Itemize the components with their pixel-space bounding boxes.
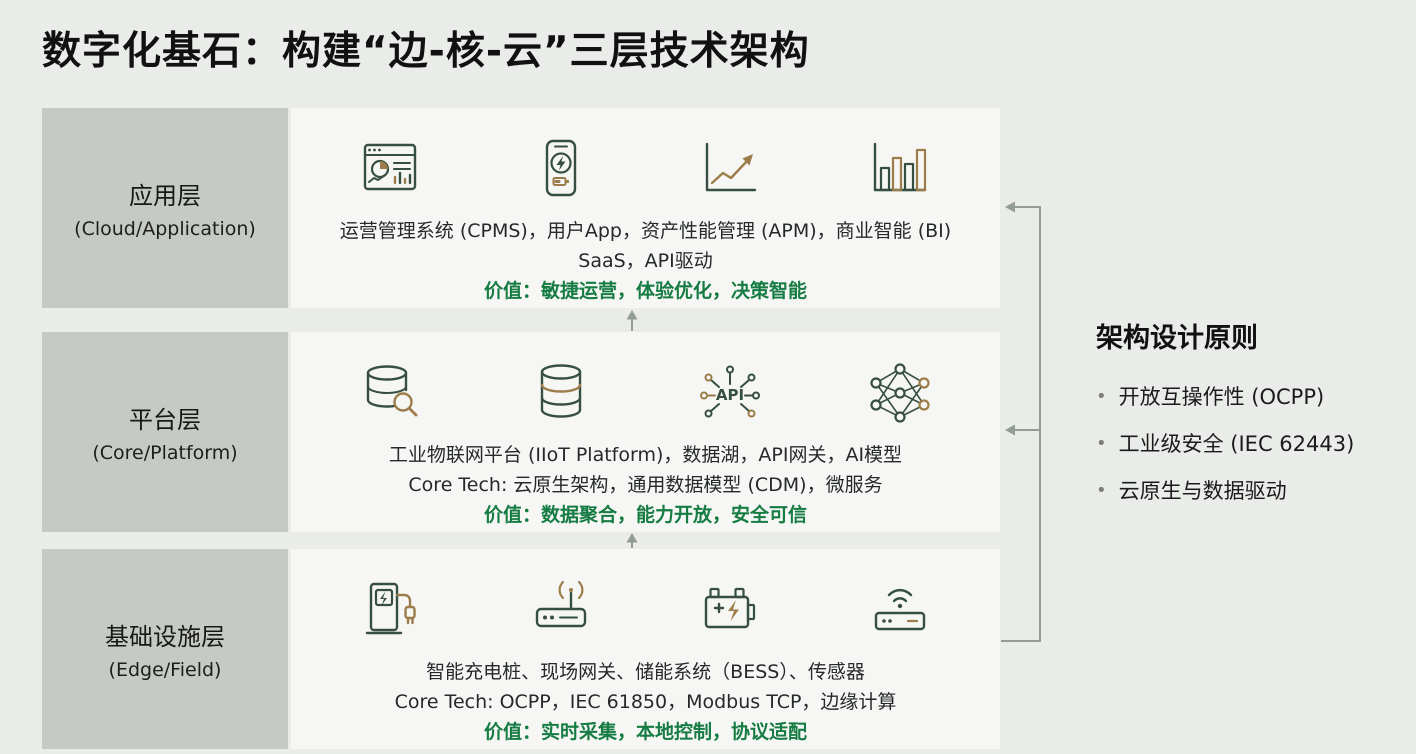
neural-network-icon	[862, 355, 938, 431]
database-icon	[523, 355, 599, 431]
bullet-icon: •	[1096, 480, 1107, 501]
layer-platform-tech: Core Tech: 云原生架构，通用数据模型 (CDM)，微服务	[408, 474, 883, 496]
layer-platform-value: 价值：数据聚合，能力开放，安全可信	[483, 504, 807, 526]
layer-name-zh: 基础设施层	[105, 623, 225, 651]
layer-infrastructure-label: 基础设施层 (Edge/Field)	[42, 549, 288, 749]
principles-panel: 架构设计原则 • 开放互操作性 (OCPP) • 工业级安全 (IEC 6244…	[1096, 316, 1406, 524]
layer-name-zh: 平台层	[129, 406, 201, 434]
database-search-icon	[353, 355, 429, 431]
principle-text: 工业级安全 (IEC 62443)	[1118, 432, 1355, 456]
trend-chart-icon	[692, 131, 768, 207]
layer-name-en: (Edge/Field)	[108, 659, 222, 681]
principle-item: • 云原生与数据驱动	[1096, 477, 1406, 505]
layer-application-content: 运营管理系统 (CPMS)，用户App，资产性能管理 (APM)，商业智能 (B…	[291, 108, 1000, 308]
ev-charger-icon	[353, 572, 429, 648]
battery-storage-icon	[692, 572, 768, 648]
gateway-icon	[523, 572, 599, 648]
router-icon	[862, 572, 938, 648]
layer-name-en: (Cloud/Application)	[74, 218, 256, 240]
principle-item: • 工业级安全 (IEC 62443)	[1096, 430, 1406, 458]
layer-infrastructure-tech: Core Tech: OCPP，IEC 61850，Modbus TCP，边缘计…	[394, 691, 897, 713]
layer-application-tech: SaaS，API驱动	[578, 250, 713, 272]
bullet-icon: •	[1096, 433, 1107, 454]
layer-platform-icons: API	[291, 346, 1000, 440]
bullet-icon: •	[1096, 386, 1107, 407]
principle-text: 云原生与数据驱动	[1118, 479, 1287, 503]
layer-infrastructure-content: 智能充电桩、现场网关、储能系统（BESS）、传感器 Core Tech: OCP…	[291, 549, 1000, 749]
bar-chart-icon	[862, 131, 938, 207]
layer-name-zh: 应用层	[129, 182, 201, 210]
layer-application-components: 运营管理系统 (CPMS)，用户App，资产性能管理 (APM)，商业智能 (B…	[339, 220, 952, 242]
mobile-app-icon	[523, 131, 599, 207]
layer-infrastructure-value: 价值：实时采集，本地控制，协议适配	[483, 721, 807, 743]
layer-platform-content: API	[291, 332, 1000, 532]
layer-application-label: 应用层 (Cloud/Application)	[42, 108, 288, 308]
principle-text: 开放互操作性 (OCPP)	[1118, 385, 1325, 409]
layer-infrastructure-components: 智能充电桩、现场网关、储能系统（BESS）、传感器	[426, 661, 865, 683]
page-title: 数字化基石：构建“边-核-云”三层技术架构	[42, 29, 810, 74]
layer-name-en: (Core/Platform)	[92, 442, 238, 464]
layer-platform-components: 工业物联网平台 (IIoT Platform)，数据湖，API网关，AI模型	[388, 444, 903, 466]
layer-application-icons	[291, 122, 1000, 216]
principle-item: • 开放互操作性 (OCPP)	[1096, 383, 1406, 411]
layer-infrastructure-icons	[291, 563, 1000, 657]
layer-platform: 平台层 (Core/Platform)	[42, 332, 1000, 532]
layer-application: 应用层 (Cloud/Application)	[42, 108, 1000, 308]
principles-title: 架构设计原则	[1096, 323, 1258, 354]
layer-infrastructure: 基础设施层 (Edge/Field)	[42, 549, 1000, 749]
api-gateway-icon: API	[692, 355, 768, 431]
dashboard-icon	[353, 131, 429, 207]
layer-application-value: 价值：敏捷运营，体验优化，决策智能	[483, 280, 807, 302]
layer-platform-label: 平台层 (Core/Platform)	[42, 332, 288, 532]
svg-text:API: API	[716, 386, 744, 404]
